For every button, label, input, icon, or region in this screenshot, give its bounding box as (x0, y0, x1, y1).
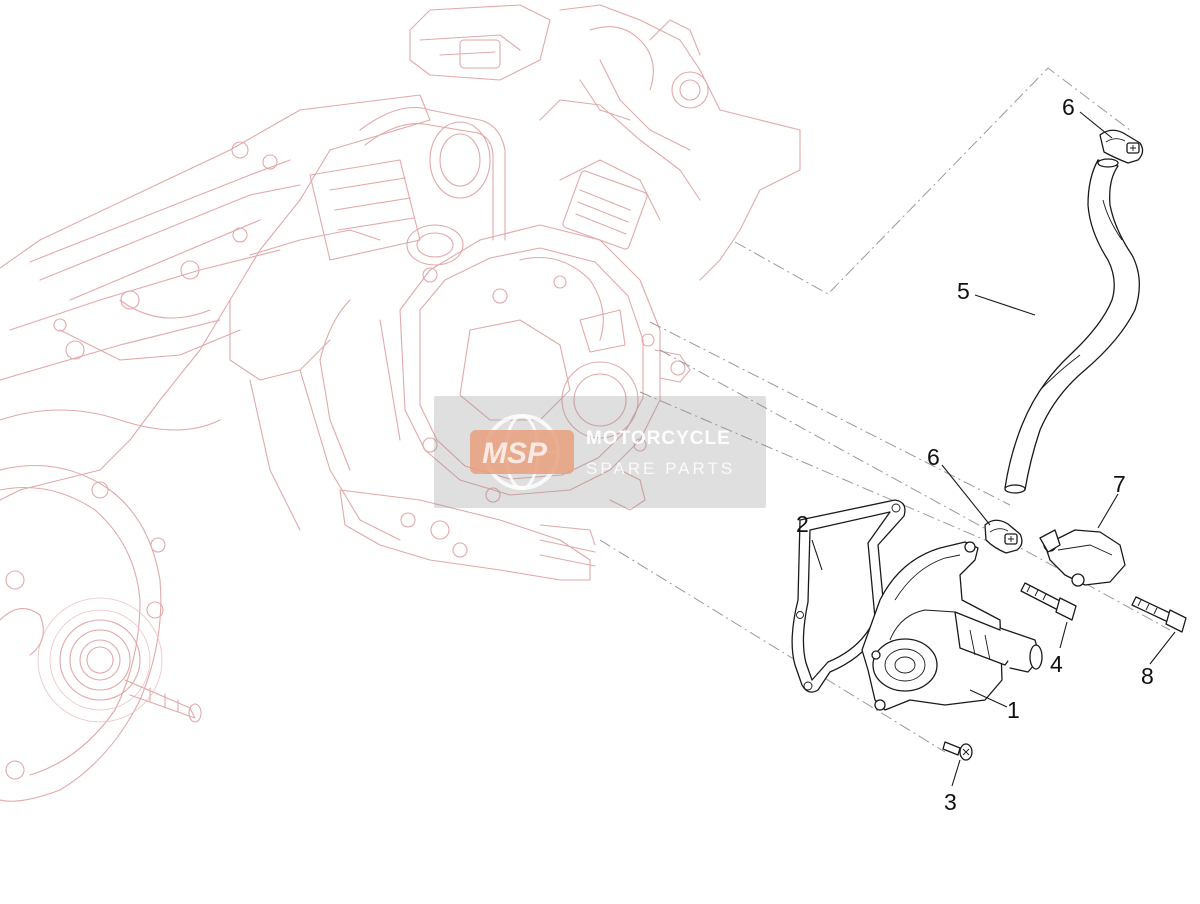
engine-ghost (0, 4, 801, 802)
part-7-cover (1039, 529, 1126, 587)
callout-6-bottom: 6 (927, 444, 940, 470)
callout-8: 8 (1141, 663, 1154, 689)
watermark-line-1: MOTORCYCLE (586, 428, 731, 449)
callout-1: 1 (1007, 697, 1020, 723)
callout-7: 7 (1113, 471, 1126, 497)
callout-5: 5 (957, 278, 970, 304)
callout-6-top: 6 (1062, 94, 1075, 120)
watermark-logo-text: MSP (482, 437, 548, 470)
watermark-logo-badge (470, 430, 574, 474)
part-1-water-pump (861, 541, 1043, 711)
part-5-hose (1004, 158, 1140, 494)
part-8-bolt (1131, 596, 1187, 633)
part-3-screw (942, 741, 973, 761)
leader-lines (811, 111, 1176, 787)
watermark-line-2: SPARE PARTS (586, 459, 735, 478)
part-6-clamp-top (1099, 129, 1144, 164)
watermark: MSP MOTORCYCLE SPARE PARTS (434, 396, 766, 508)
callout-2: 2 (796, 511, 809, 537)
part-2-gasket (791, 499, 906, 693)
callout-4: 4 (1050, 651, 1063, 677)
callout-3: 3 (944, 789, 957, 815)
callouts: 1 2 3 4 5 6 6 7 8 (796, 94, 1154, 815)
watermark-box (434, 396, 766, 508)
part-6-clamp-bottom (984, 519, 1023, 554)
part-4-bolt (1020, 582, 1077, 621)
